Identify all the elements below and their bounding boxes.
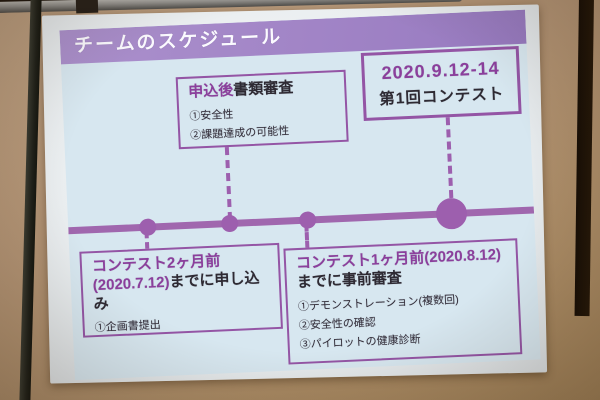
box-document-review-title: 申込後書類審査 xyxy=(188,77,335,102)
box-apply-title-date: (2020.7.12) xyxy=(92,273,170,294)
box-preliminary-review-title-line1: コンテスト1ヶ月前(2020.8.12) xyxy=(295,246,502,273)
box-preliminary-review-items: ①デモンストレーション(複数回) ②安全性の確認 ③パイロットの健康診断 xyxy=(298,288,510,355)
timeline-node-apply xyxy=(138,218,157,237)
timeline-node-review xyxy=(220,214,239,233)
box-preliminary-review: コンテスト1ヶ月前(2020.8.12) までに事前審査 ①デモンストレーション… xyxy=(283,238,523,365)
timeline-connector-contest xyxy=(445,117,454,211)
box-apply-deadline: コンテスト2ヶ月前 (2020.7.12)までに申し込み ①企画書提出 xyxy=(79,242,283,339)
box-preliminary-review-title-line2: までに事前審査 xyxy=(296,269,403,291)
box-preliminary-review-title: コンテスト1ヶ月前(2020.8.12) までに事前審査 xyxy=(296,246,507,293)
box-first-contest: 2020.9.12-14 第1回コンテスト xyxy=(360,46,522,121)
box-document-review: 申込後書類審査 ①安全性 ②課題達成の可能性 xyxy=(175,69,349,150)
projection-screen: チームのスケジュール 申込後書類審査 ①安全性 ②課題達成の可能性 2020.9… xyxy=(41,4,548,384)
screen-roller-bracket xyxy=(75,0,99,14)
box-apply-items: ①企画書提出 xyxy=(94,312,271,339)
timeline-connector-review xyxy=(224,146,233,221)
timeline-node-contest xyxy=(435,197,468,230)
presentation-slide: チームのスケジュール 申込後書類審査 ①安全性 ②課題達成の可能性 2020.9… xyxy=(59,9,541,381)
list-item: ①企画書提出 xyxy=(94,319,161,335)
screen-side-pole xyxy=(19,0,42,400)
box-document-review-title-rest: 書類審査 xyxy=(232,79,294,99)
wall-dark-strip xyxy=(574,0,594,317)
box-document-review-items: ①安全性 ②課題達成の可能性 xyxy=(189,101,337,146)
box-apply-title: コンテスト2ヶ月前 (2020.7.12)までに申し込み xyxy=(92,250,270,314)
timeline-node-prereview xyxy=(298,211,317,229)
contest-name: 第1回コンテスト xyxy=(378,85,505,109)
contest-date: 2020.9.12-14 xyxy=(381,57,501,84)
box-document-review-title-accent: 申込後 xyxy=(187,81,234,101)
